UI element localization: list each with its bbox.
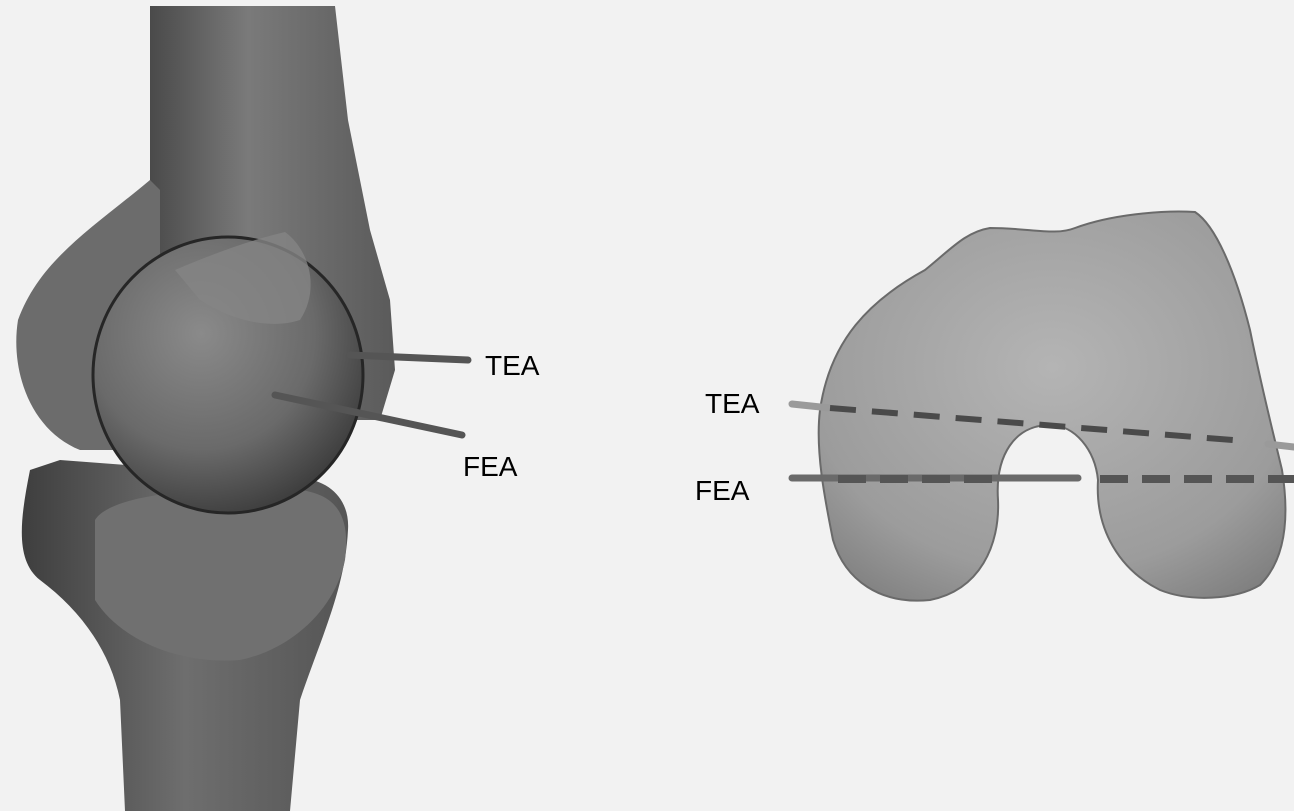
left-knee-lateral-view [16, 6, 468, 811]
right-fea-label: FEA [695, 477, 749, 505]
left-tea-label: TEA [485, 352, 539, 380]
right-tea-rod-left [792, 404, 830, 408]
distal-femur [819, 212, 1286, 601]
right-tea-label: TEA [705, 390, 759, 418]
left-fea-label: FEA [463, 453, 517, 481]
left-tea-axis [350, 355, 468, 360]
right-tea-rod-right [1268, 444, 1294, 447]
right-distal-femur-view [792, 212, 1294, 601]
